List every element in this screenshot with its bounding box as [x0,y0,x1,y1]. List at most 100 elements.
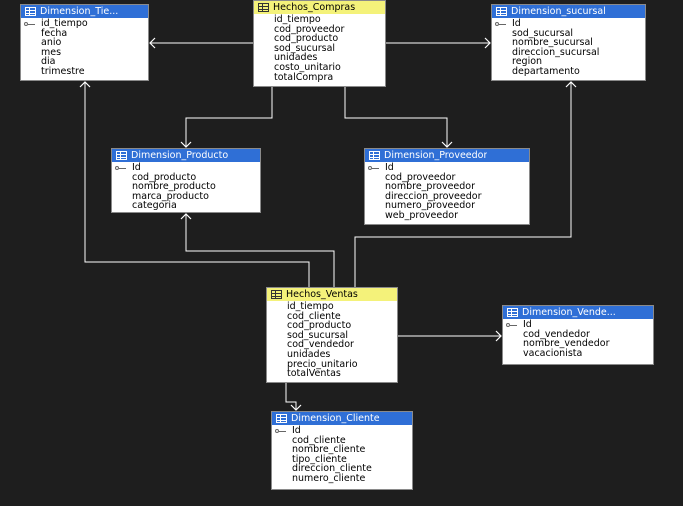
column-name: web_proveedor [385,209,458,221]
column-item[interactable]: categoria [112,201,260,211]
column-item[interactable]: id_tiempo [254,15,385,25]
column-item[interactable]: marca_producto [112,190,260,202]
column-item[interactable]: tipo_cliente [272,454,412,465]
column-name: Id [385,162,394,173]
table-icon [507,308,518,317]
column-item[interactable]: sod_sucursal [267,330,397,341]
column-name: nombre_vendedor [523,338,610,350]
column-item[interactable]: web_proveedor [365,211,529,221]
column-item[interactable]: direccion_sucursal [492,47,645,58]
table-header[interactable]: Dimension_sucursal [492,5,645,18]
column-name: totalCompra [274,71,334,83]
column-item[interactable]: nombre_producto [112,182,260,192]
table-header[interactable]: Hechos_Compras [254,1,385,14]
column-item[interactable]: unidades [267,350,397,360]
column-item[interactable]: sod_sucursal [254,43,385,54]
column-item[interactable]: cod_cliente [272,435,412,446]
table-icon [258,3,269,12]
relationship-hechos-ventas-to-dim-producto[interactable] [180,213,335,287]
table-title: Dimension_Vende... [522,307,616,318]
relationship-hechos-compras-to-dim-proveedor[interactable] [344,87,453,148]
column-name: cod_proveedor [385,171,456,183]
column-name: trimestre [41,65,85,77]
column-item[interactable]: cod_proveedor [365,171,529,183]
column-item[interactable]: cod_vendedor [267,340,397,350]
column-item[interactable]: totalCompra [254,71,385,83]
relationship-hechos-compras-to-dim-tiempo[interactable] [149,37,253,49]
table-header[interactable]: Dimension_Cliente [272,412,412,425]
column-name: totalVentas [287,368,341,380]
table-header[interactable]: Dimension_Proveedor [365,149,529,162]
relationship-hechos-compras-to-dim-sucursal[interactable] [386,37,491,49]
column-item[interactable]: cod_proveedor [254,23,385,35]
column-item[interactable]: region [492,57,645,67]
column-item[interactable]: nombre_proveedor [365,182,529,192]
column-name: cod_proveedor [274,23,345,35]
column-item[interactable]: direccion_cliente [272,464,412,474]
column-item[interactable]: cod_producto [267,321,397,331]
column-item[interactable]: unidades [254,53,385,63]
column-item[interactable]: trimestre [21,67,148,77]
column-name: fecha [41,27,68,39]
column-name: cod_producto [287,320,352,332]
column-name: marca_producto [132,190,209,202]
relationship-hechos-ventas-to-dim-cliente[interactable] [285,383,302,411]
table-header[interactable]: Dimension_Vende... [503,306,653,319]
column-item[interactable]: cod_vendedor [503,329,653,340]
column-item[interactable]: Id [365,163,529,173]
column-item[interactable]: cod_cliente [267,310,397,322]
column-item[interactable]: cod_producto [254,34,385,44]
column-item[interactable]: numero_proveedor [365,201,529,211]
column-item[interactable]: cod_producto [112,172,260,183]
column-item[interactable]: nombre_sucursal [492,38,645,48]
relationship-hechos-compras-to-dim-producto[interactable] [180,87,273,148]
column-item[interactable]: departamento [492,67,645,77]
column-name: cod_cliente [287,310,341,322]
column-item[interactable]: Id [112,163,260,173]
column-name: categoria [132,200,177,212]
column-item[interactable]: mes [21,47,148,58]
column-name: sod_sucursal [512,27,574,39]
column-item[interactable]: id_tiempo [21,19,148,29]
column-item[interactable]: nombre_cliente [272,445,412,455]
table-icon [116,151,127,160]
table-title: Dimension_Proveedor [384,150,488,161]
table-header[interactable]: Hechos_Ventas [267,288,397,301]
column-name: Id [132,162,141,173]
relationship-hechos-ventas-to-dim-tiempo[interactable] [79,81,310,287]
column-item[interactable]: Id [503,320,653,330]
column-item[interactable]: precio_unitario [267,359,397,370]
arrow-head-icon [484,37,491,49]
column-item[interactable]: direccion_proveedor [365,191,529,202]
table-icon [276,414,287,423]
column-name: unidades [287,348,331,360]
table-icon [25,7,36,16]
column-item[interactable]: Id [272,426,412,436]
column-item[interactable]: anio [21,38,148,48]
primary-key-icon [24,21,36,27]
column-item[interactable]: id_tiempo [267,302,397,312]
table-header[interactable]: Dimension_Producto [112,149,260,162]
table-icon [496,7,507,16]
relationship-hechos-ventas-to-dim-sucursal[interactable] [354,81,577,287]
column-item[interactable]: fecha [21,27,148,39]
column-item[interactable]: totalVentas [267,369,397,379]
table-header[interactable]: Dimension_Tie... [21,5,148,18]
column-item[interactable]: vacacionista [503,348,653,359]
column-item[interactable]: Id [492,19,645,29]
column-item[interactable]: dia [21,57,148,67]
column-item[interactable]: costo_unitario [254,63,385,73]
relationship-hechos-ventas-to-dim-vendedor[interactable] [398,330,502,342]
column-item[interactable]: nombre_vendedor [503,339,653,349]
column-item[interactable]: sod_sucursal [492,27,645,39]
column-item[interactable]: numero_cliente [272,474,412,484]
